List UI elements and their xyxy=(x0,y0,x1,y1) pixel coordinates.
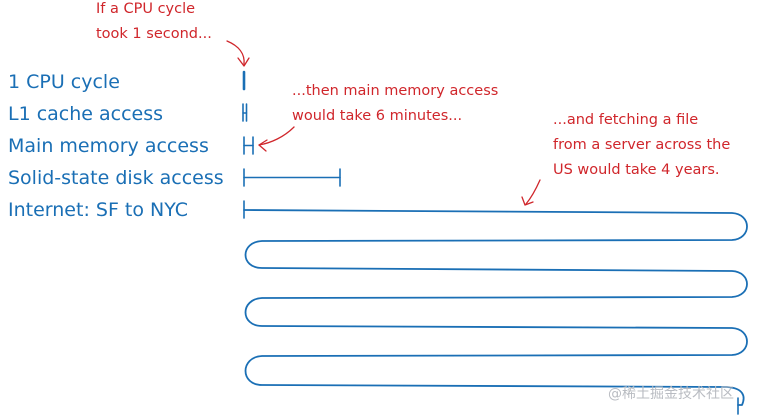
annotation-internet-line-1: ...and fetching a file xyxy=(553,112,698,128)
annotation-memory: ...then main memory access would take 6 … xyxy=(292,83,498,124)
label-main-memory: Main memory access xyxy=(8,135,209,157)
annotation-internet-line-3: US would take 4 years. xyxy=(553,162,720,178)
annotation-memory-line-2: would take 6 minutes... xyxy=(292,108,462,124)
annotation-internet: ...and fetching a file from a server acr… xyxy=(553,112,730,178)
bar-internet xyxy=(243,200,748,415)
label-internet: Internet: SF to NYC xyxy=(8,199,188,221)
annotation-memory-line-1: ...then main memory access xyxy=(292,83,498,99)
annotation-cpu-line-2: took 1 second... xyxy=(96,26,212,42)
bar-main-memory xyxy=(243,136,254,155)
annotation-internet-line-2: from a server across the xyxy=(553,137,730,153)
annotation-cpu: If a CPU cycle took 1 second... xyxy=(96,1,212,42)
annotation-cpu-arrow xyxy=(226,40,250,67)
label-l1-cache: L1 cache access xyxy=(8,103,163,125)
bar-l1-cache xyxy=(242,103,248,122)
watermark-text: @稀土掘金技术社区 xyxy=(608,386,734,402)
annotation-cpu-line-1: If a CPU cycle xyxy=(96,1,195,17)
bar-ssd xyxy=(243,168,341,187)
annotation-memory-arrow xyxy=(258,126,295,152)
label-cpu-cycle: 1 CPU cycle xyxy=(8,71,120,93)
label-ssd: Solid-state disk access xyxy=(8,167,224,189)
annotation-internet-arrow xyxy=(521,179,541,206)
